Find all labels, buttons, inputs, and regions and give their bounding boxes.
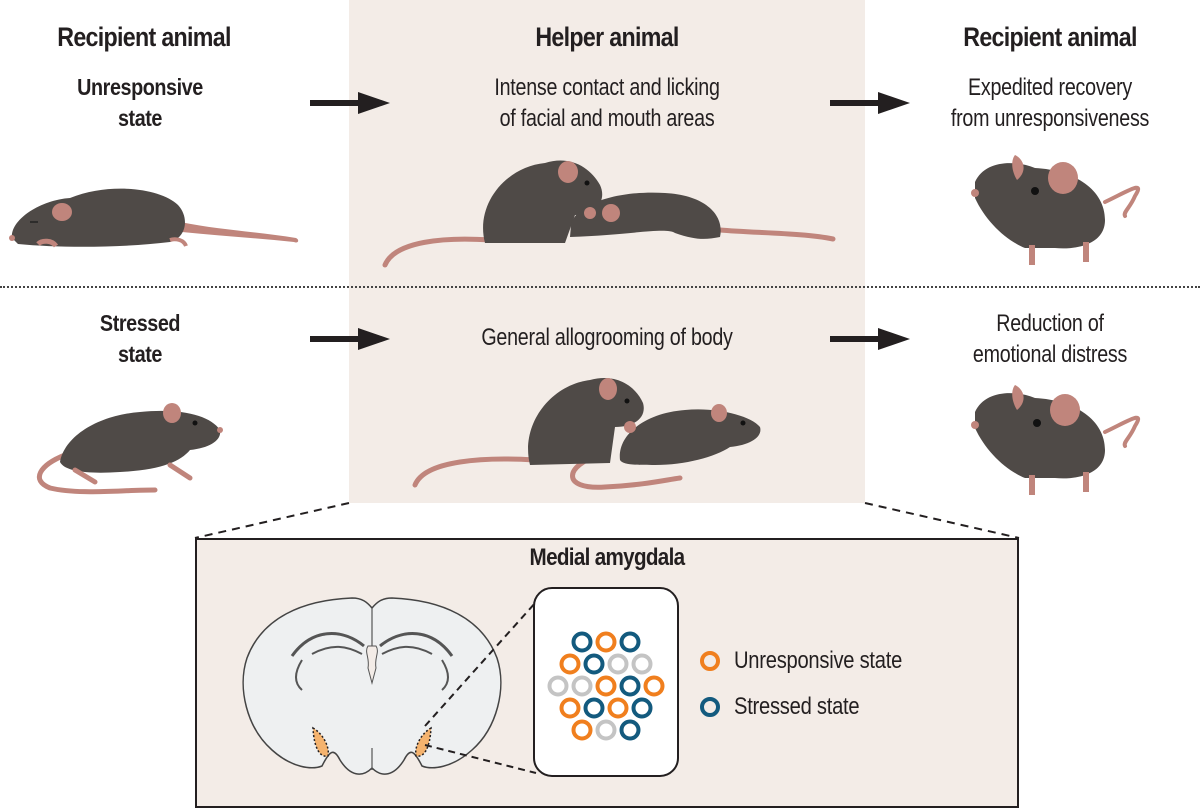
state-line: state [117, 105, 163, 131]
arrow-right-icon [310, 328, 390, 350]
legend-ring-blue-icon [700, 697, 720, 717]
desc-line: Reduction of [996, 310, 1104, 337]
neuron-ring-neither [595, 719, 617, 741]
neuron-ring-unresponsive [595, 631, 617, 653]
arrow-right-icon [310, 92, 390, 114]
row-divider [0, 286, 1200, 288]
helper-behavior-row1: Intense contact and licking of facial an… [395, 72, 818, 134]
neuron-ring-neither [631, 653, 653, 675]
neuron-ring-stressed [583, 653, 605, 675]
desc-line: Intense contact and licking [494, 74, 720, 101]
desc-line: of facial and mouth areas [499, 105, 715, 132]
header-recipient-left: Recipient animal [57, 22, 231, 52]
desc-line: Expedited recovery [967, 74, 1133, 101]
brain-section-icon [242, 597, 502, 775]
helper-licking-mice-icon [382, 160, 836, 268]
desc-line: General allogrooming of body [481, 324, 733, 351]
neuron-ring-unresponsive [607, 697, 629, 719]
neuron-ring-unresponsive [559, 697, 581, 719]
legend-label: Stressed state [734, 693, 860, 720]
desc-line: from unresponsiveness [950, 105, 1150, 132]
neuron-ring-stressed [619, 675, 641, 697]
legend-item-stressed: Stressed state [700, 693, 883, 721]
calm-mouse-icon [971, 385, 1141, 495]
neuron-ring-stressed [631, 697, 653, 719]
state-label-unresponsive: Unresponsive state [54, 72, 226, 134]
inset-title: Medial amygdala [529, 544, 686, 571]
neuron-ring-stressed [571, 631, 593, 653]
legend-label: Unresponsive state [734, 647, 903, 674]
neuron-ring-unresponsive [571, 719, 593, 741]
outcome-row2: Reduction of emotional distress [927, 308, 1173, 370]
amygdala-left-region [312, 726, 330, 757]
arrow-right-icon [830, 92, 910, 114]
neuron-ring-stressed [583, 697, 605, 719]
neuron-ring-neither [607, 653, 629, 675]
state-label-stressed: Stressed state [54, 308, 226, 370]
neuron-cluster-box [533, 587, 679, 777]
legend-ring-orange-icon [700, 651, 720, 671]
neuron-ring-stressed [619, 719, 641, 741]
header-helper: Helper animal [535, 22, 679, 52]
neuron-ring-neither [547, 675, 569, 697]
neuron-ring-unresponsive [595, 675, 617, 697]
helper-grooming-mice-icon [412, 377, 761, 490]
neuron-ring-unresponsive [559, 653, 581, 675]
neuron-ring-neither [571, 675, 593, 697]
state-line: state [117, 341, 163, 367]
legend-item-unresponsive: Unresponsive state [700, 647, 934, 675]
state-line: Stressed [99, 310, 181, 336]
neuron-ring-stressed [619, 631, 641, 653]
desc-line: emotional distress [972, 341, 1128, 368]
state-line: Unresponsive [77, 74, 203, 100]
helper-behavior-row2: General allogrooming of body [395, 322, 818, 353]
neuron-ring-unresponsive [643, 675, 665, 697]
recovered-mouse-icon [971, 155, 1141, 265]
header-recipient-right: Recipient animal [963, 22, 1137, 52]
stressed-mouse-icon [36, 403, 223, 495]
outcome-row1: Expedited recovery from unresponsiveness [927, 72, 1173, 134]
sleeping-mouse-icon [9, 188, 299, 248]
amygdala-right-region [414, 726, 432, 757]
arrow-right-icon [830, 328, 910, 350]
